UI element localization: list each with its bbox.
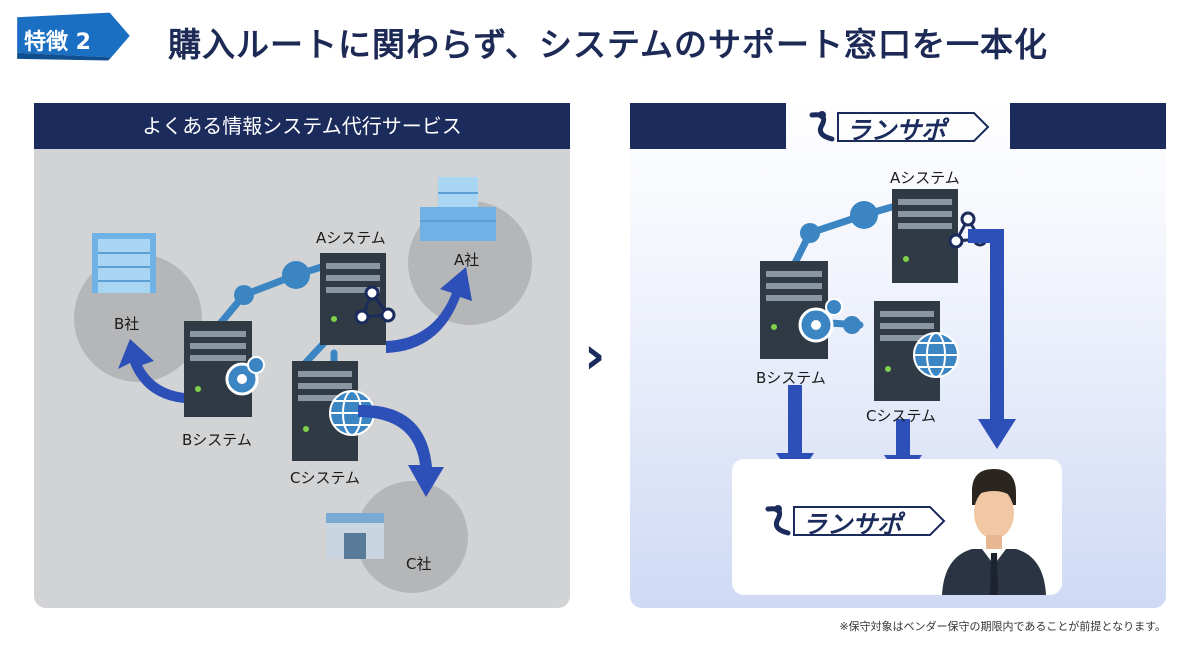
system-b-label: Bシステム [756,369,826,387]
gear-icon [225,356,265,396]
typical-service-diagram [74,177,532,593]
system-c-label: Cシステム [866,407,937,425]
footnote: ※保守対象はベンダー保守の期限内であることが前提となります。 [839,620,1166,633]
page-title: 購入ルートに関わらず、システムのサポート窓口を一本化 [168,25,1049,64]
company-a-label: A社 [454,251,480,269]
transition-arrow-icon: › [584,326,606,386]
typical-service-panel: よくある情報システム代行サービス [34,103,570,608]
ransapo-logo: ランサポ [798,109,998,145]
system-c-label: Cシステム [290,469,361,487]
ransapo-service-panel: ランサポ [630,103,1166,608]
ransapo-logo-text: ランサポ [846,116,947,145]
unified-support-box: ランサポ [732,459,1062,595]
globe-icon [329,390,375,436]
feature-badge [17,12,130,61]
server-icon [892,189,958,283]
system-b-label: Bシステム [182,431,252,449]
company-b-label: B社 [114,315,140,333]
system-a-label: Aシステム [316,229,386,247]
header-bar-right [1010,103,1166,149]
building-icon [92,233,156,293]
person-icon [942,469,1046,595]
feature-badge-label: 特徴 2 [24,30,91,55]
typical-service-title: よくある情報システム代行サービス [34,103,570,149]
company-c-label: C社 [406,555,432,573]
system-a-label: Aシステム [890,169,960,187]
ransapo-logo-small: ランサポ [754,503,954,539]
ransapo-logo-small-text: ランサポ [802,510,903,539]
header-bar-left [630,103,786,149]
